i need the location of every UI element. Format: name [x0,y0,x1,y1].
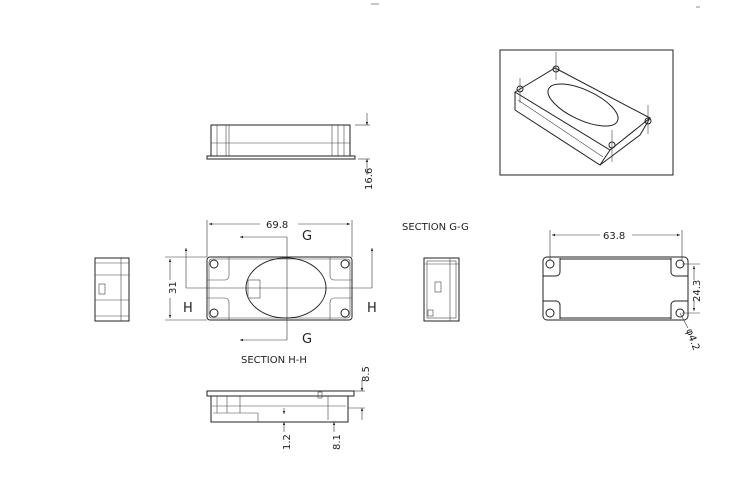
front-view: 16.6 [206,113,375,190]
height-dimension: 31 [168,281,179,294]
section-hh-title: SECTION H-H [241,355,307,366]
isometric-view [499,49,674,176]
section-label-g-top: G [302,229,312,244]
left-side-view [94,257,130,322]
top-view: 69.8 31 G G H H [165,220,377,347]
dim-8-1: 8.1 [332,434,343,450]
section-gg-view [423,257,460,322]
section-label-h-right: H [367,301,377,316]
hole-diameter-dimension: φ4.2 [683,327,701,352]
dim-8-5: 8.5 [361,366,372,382]
hole-spacing-dimension: 24.3 [692,280,703,302]
width-dimension: 69.8 [266,220,288,231]
section-label-h-left: H [183,301,193,316]
height-dimension: 16.6 [364,168,375,190]
section-hh-view: 8.5 1.2 8.1 [206,366,372,450]
bottom-view: 63.8 24.3 φ4.2 [542,230,703,352]
section-gg-title: SECTION G-G [402,222,469,233]
section-label-g-bottom: G [302,332,312,347]
dim-1-2: 1.2 [282,434,293,450]
bottom-width-dimension: 63.8 [603,231,625,242]
